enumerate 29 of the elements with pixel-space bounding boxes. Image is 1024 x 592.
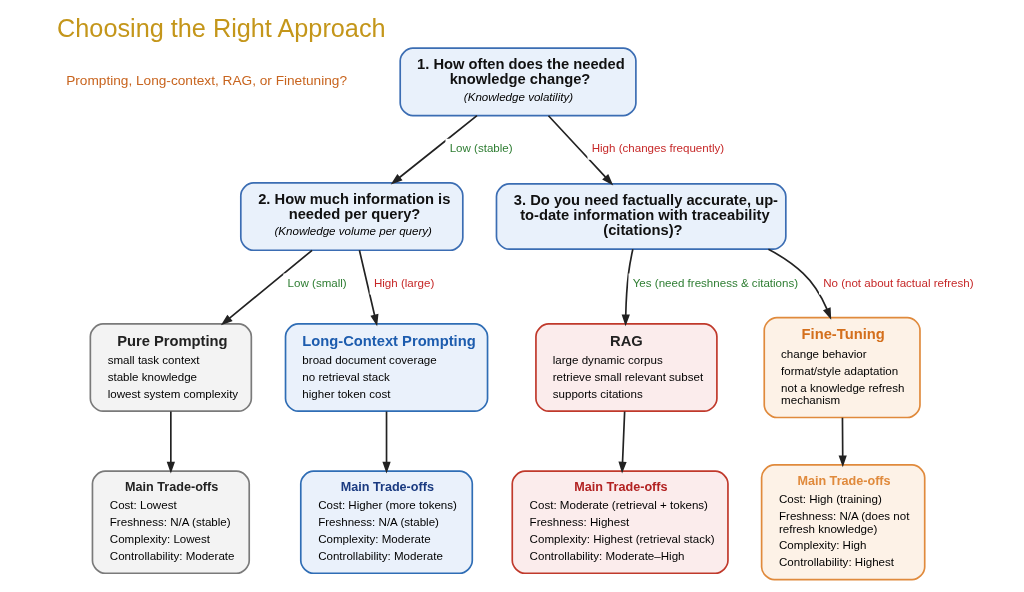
edge-label: No (not about factual refresh) [823, 276, 974, 289]
node-box: Fine-Tuning change behavior format/style adaptation not a knowledge refresh mechanism [763, 316, 921, 419]
arrow [382, 410, 391, 474]
edge-label: High (large) [373, 276, 435, 289]
label: Prompting, Long-context, RAG, or Finetuning? [66, 73, 348, 89]
arrow [220, 249, 313, 326]
node-box: 2. How much information is needed per query? (Knowledge volume per query) [239, 182, 464, 252]
edge-label: Low (small) [287, 276, 347, 289]
edge-label: Low (stable) [449, 142, 513, 155]
node-box: RAG large dynamic corpus retrieve small relevant subset supports citations [535, 323, 718, 413]
arrow [358, 249, 379, 327]
arrow [618, 410, 627, 474]
node-box: Long-Context Prompting broad document coverage no retrieval stack higher token cost [284, 323, 489, 413]
node-box: 3. Do you need factually accurate, up-to-date information with traceability (citations)? [495, 183, 787, 250]
diagram-title: Choosing the Right Approach [57, 13, 386, 42]
node-box: Main Trade-offs Cost: Lowest Freshness: N/A (stable) Complexity: Lowest Controllability: Moderate [91, 470, 251, 575]
node-box: Main Trade-offs Cost: High (training) Freshness: N/A (does not refresh knowledge) Complexity: High Controllability: Highest [760, 464, 926, 581]
arrow [166, 410, 175, 474]
edge-label: Yes (need freshness & citations) [632, 276, 799, 289]
arrow [390, 114, 478, 185]
node-box: Pure Prompting small task context stable knowledge lowest system complexity [89, 323, 253, 413]
node-box: 1. How often does the needed knowledge change? (Knowledge volatility) [399, 47, 637, 117]
arrow [838, 416, 847, 468]
arrow [547, 114, 614, 186]
arrow [767, 248, 832, 320]
node-box: Main Trade-offs Cost: Moderate (retrieval + tokens) Freshness: Highest Complexity: Highest (retrieval stack) Controllability: Moderate–High [511, 470, 729, 575]
edge-label: High (changes frequently) [591, 142, 725, 155]
arrow [621, 248, 634, 327]
node-box: Main Trade-offs Cost: Higher (more tokens) Freshness: N/A (stable) Complexity: Moderate Controllability: Moderate [299, 470, 474, 575]
